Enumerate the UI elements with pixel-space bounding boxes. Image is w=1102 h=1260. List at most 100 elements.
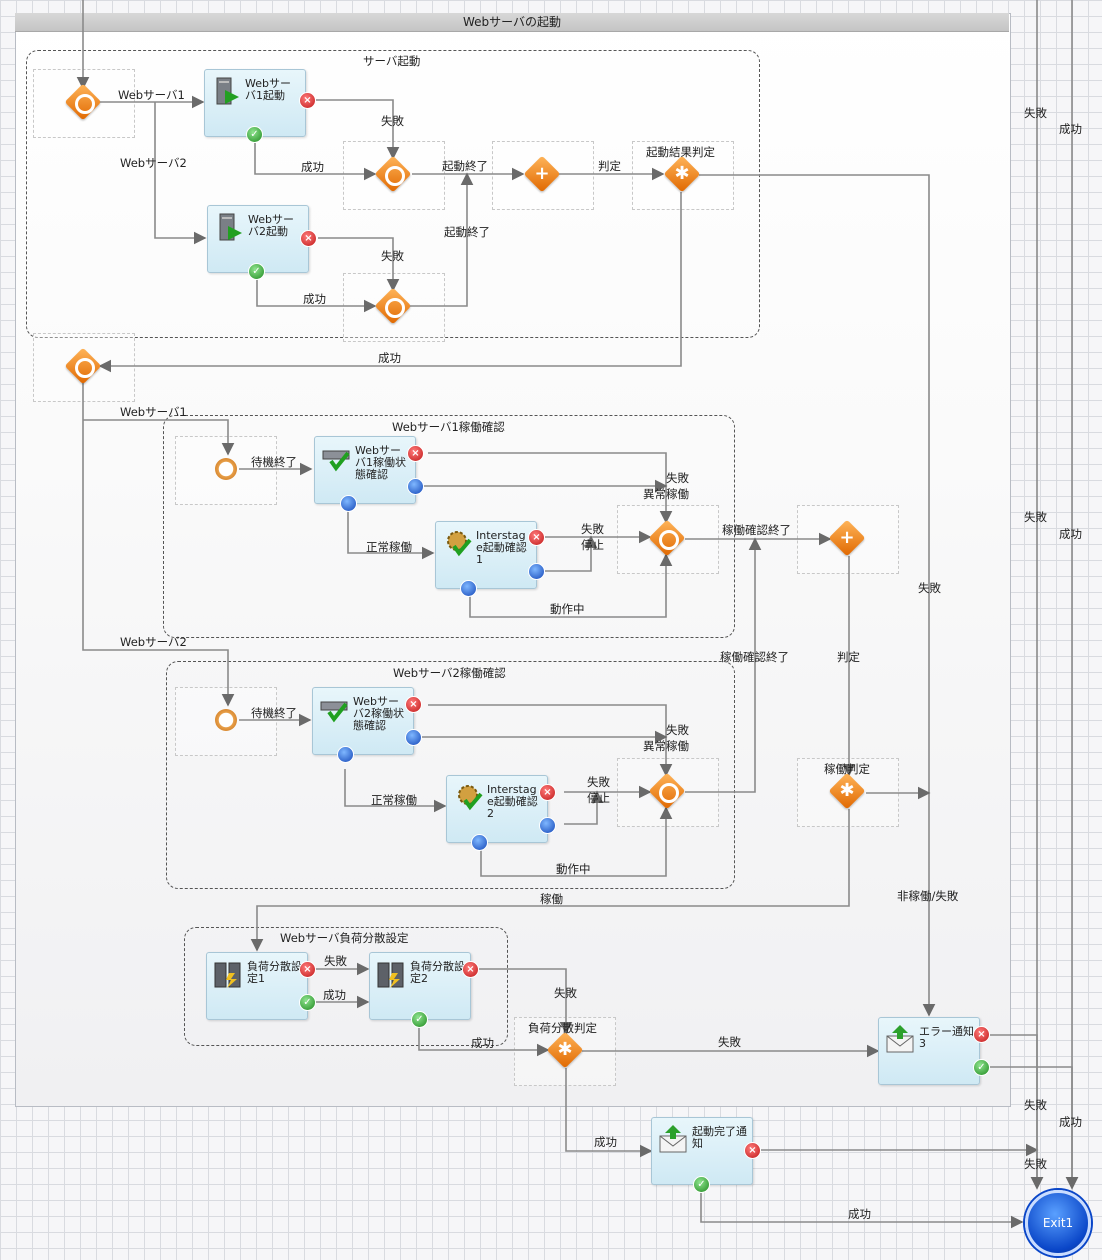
edge-label: 稼働確認終了 (720, 650, 789, 664)
node-interstage-check2[interactable]: Interstage起動確認2 × (446, 775, 555, 850)
edge-label: Webサーバ2 (120, 156, 187, 170)
status-port-icon[interactable] (472, 835, 487, 850)
group-loadbalance-title: Webサーバ負荷分散設定 (280, 931, 409, 945)
edge-label: 失敗 (1024, 106, 1047, 120)
edge-label: 失敗 (1024, 1098, 1047, 1112)
group-check2[interactable] (166, 661, 735, 889)
group-check1-title: Webサーバ1稼働確認 (392, 420, 505, 434)
node-label: Interstage起動確認1 (476, 529, 527, 566)
node-start-web2[interactable]: Webサーバ2起動 × ✓ (207, 205, 316, 279)
edge-label: 成功 (1059, 122, 1082, 136)
edge-label: 失敗 (381, 114, 404, 128)
edge-label: 動作中 (550, 602, 585, 616)
timer-icon[interactable] (215, 458, 237, 480)
branch-ring-icon (75, 94, 95, 114)
gear-check-icon (447, 531, 472, 557)
edge-label: 成功 (1059, 1115, 1082, 1129)
edge-label: 稼働 (540, 892, 563, 906)
edge-label: Webサーバ1 (120, 405, 187, 419)
gear-check-icon (458, 785, 483, 811)
group-check1[interactable] (163, 415, 735, 638)
edge-label: 失敗 (1024, 1157, 1047, 1171)
judge-label-result: 起動結果判定 (646, 145, 715, 159)
node-loadbalance1[interactable]: 負荷分散設定1 × ✓ (206, 952, 315, 1020)
status-port-icon[interactable] (406, 730, 421, 745)
status-port-icon[interactable] (338, 747, 353, 762)
node-label: Webサーバ2稼働状態確認 (353, 695, 404, 732)
error-port-icon[interactable]: × (540, 785, 555, 800)
node-interstage-check1[interactable]: Interstage起動確認1 × (435, 521, 544, 596)
loadbalance-servers-icon (377, 962, 404, 988)
edge-label: 失敗 (554, 986, 577, 1000)
merge-ring-icon (659, 783, 679, 803)
edge-label: 成功 (303, 292, 326, 306)
merge-ring-icon (659, 530, 679, 550)
error-port-icon[interactable]: × (463, 962, 478, 977)
node-status-web2[interactable]: Webサーバ2稼働状態確認 × (312, 687, 421, 762)
error-port-icon[interactable]: × (300, 962, 315, 977)
edge-label: 判定 (837, 650, 860, 664)
node-label: Webサーバ2起動 (248, 213, 294, 238)
success-port-icon[interactable]: ✓ (694, 1177, 709, 1192)
timer-icon[interactable] (215, 709, 237, 731)
edge-label: 成功 (594, 1135, 617, 1149)
branch-ring-icon (75, 358, 95, 378)
status-port-icon[interactable] (341, 496, 356, 511)
edge-label: 失敗 (718, 1035, 741, 1049)
status-port-icon[interactable] (529, 564, 544, 579)
edge-label: 待機終了 (251, 706, 297, 720)
error-port-icon[interactable]: × (529, 530, 544, 545)
edge-label: 失敗 異常稼働 (643, 723, 689, 753)
status-port-icon[interactable] (540, 818, 555, 833)
success-port-icon[interactable]: ✓ (300, 995, 315, 1010)
mail-send-icon (659, 1125, 687, 1153)
error-port-icon[interactable]: × (301, 231, 316, 246)
merge-ring-icon (385, 166, 405, 186)
edge-label: 待機終了 (251, 455, 297, 469)
server-start-icon (216, 77, 239, 105)
merge-ring-icon (385, 298, 405, 318)
success-port-icon[interactable]: ✓ (974, 1060, 989, 1075)
process-title: Webサーバの起動 (15, 13, 1009, 32)
edge-label: 正常稼働 (371, 793, 417, 807)
edge-label: 失敗 停止 (587, 775, 610, 805)
node-start-complete-notify[interactable]: 起動完了通知 × ✓ (651, 1117, 760, 1192)
edge-label: Webサーバ1 (118, 88, 185, 102)
exit-node[interactable]: Exit1 (1025, 1190, 1091, 1256)
success-port-icon[interactable]: ✓ (249, 264, 264, 279)
node-error-notify[interactable]: エラー通知3 × ✓ (878, 1017, 989, 1085)
server-check-icon (322, 450, 350, 472)
edge-label: 起動終了 (444, 225, 490, 239)
judge-label-work: 稼働判定 (824, 762, 870, 776)
edge-label: 失敗 (324, 954, 347, 968)
edge-label: 成功 (323, 988, 346, 1002)
node-label: Interstage起動確認2 (487, 783, 538, 820)
error-port-icon[interactable]: × (300, 93, 315, 108)
success-port-icon[interactable]: ✓ (412, 1012, 427, 1027)
star-icon: ✱ (557, 1039, 573, 1060)
star-icon: ✱ (674, 163, 690, 184)
node-status-web1[interactable]: Webサーバ1稼働状態確認 × (314, 436, 423, 511)
edge-label: 成功 (848, 1207, 871, 1221)
edge-label: 起動終了 (442, 159, 488, 173)
group-startup-title: サーバ起動 (363, 54, 421, 68)
edge-label: 非稼働/失敗 (897, 889, 959, 903)
node-label: Webサーバ1稼働状態確認 (355, 444, 406, 481)
node-start-web1[interactable]: Webサーバ1起動 × ✓ (204, 69, 315, 142)
server-start-icon (219, 213, 242, 241)
status-port-icon[interactable] (461, 581, 476, 596)
success-port-icon[interactable]: ✓ (247, 127, 262, 142)
status-port-icon[interactable] (408, 479, 423, 494)
error-port-icon[interactable]: × (406, 697, 421, 712)
node-label: 負荷分散設定1 (247, 960, 302, 985)
node-loadbalance2[interactable]: 負荷分散設定2 × ✓ (369, 952, 478, 1027)
error-port-icon[interactable]: × (408, 446, 423, 461)
error-port-icon[interactable]: × (974, 1027, 989, 1042)
group-loadbalance[interactable] (184, 927, 508, 1046)
group-startup[interactable] (26, 50, 760, 338)
plus-icon: + (839, 527, 855, 548)
edge-label: 失敗 停止 (581, 522, 604, 552)
error-port-icon[interactable]: × (745, 1143, 760, 1158)
